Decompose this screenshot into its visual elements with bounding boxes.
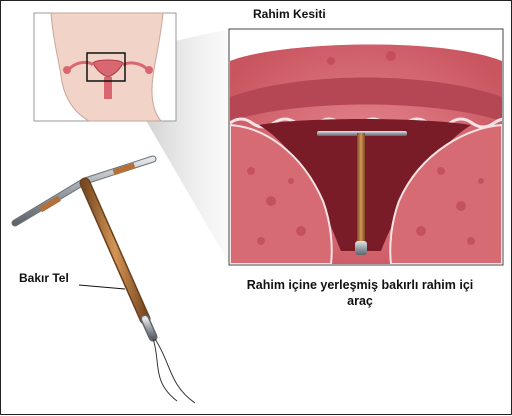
body-thumbnail <box>34 13 176 121</box>
copper-wire-label: Bakır Tel <box>19 271 69 285</box>
uterus-section <box>229 29 512 265</box>
copper-wire-leader <box>79 285 125 289</box>
caption-line-2: araç <box>211 293 509 309</box>
section-caption: Rahim içine yerleşmiş bakırlı rahim içi … <box>211 277 509 309</box>
caption-line-1: Rahim içine yerleşmiş bakırlı rahim içi <box>211 277 509 293</box>
section-title: Rahim Kesiti <box>253 7 326 21</box>
